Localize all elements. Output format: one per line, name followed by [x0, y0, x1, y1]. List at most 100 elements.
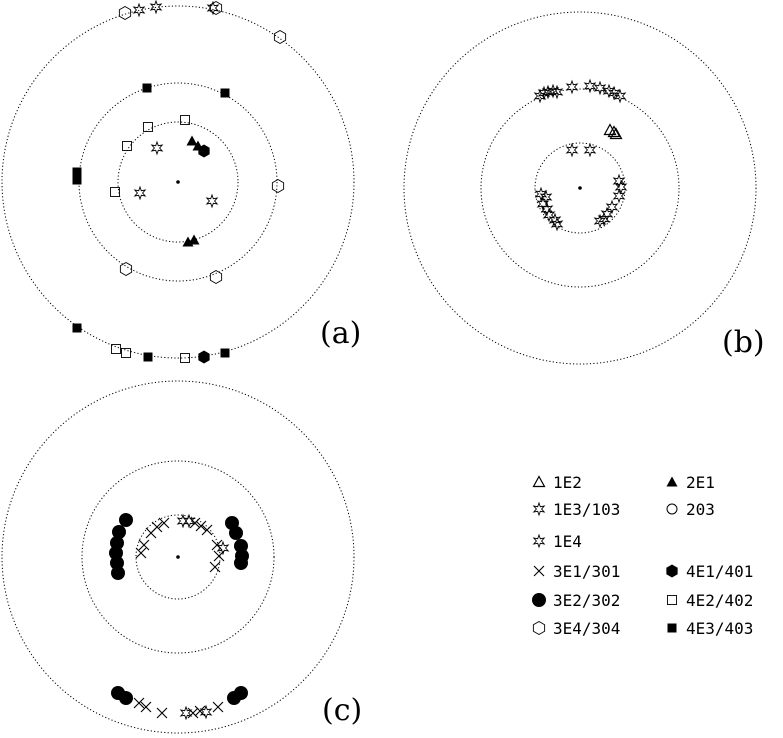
- filled-square-mark: [72, 167, 82, 177]
- asterisk-star-mark: [597, 211, 611, 227]
- filled-square-mark: [142, 83, 152, 93]
- open-hexagon-mark: [118, 5, 132, 21]
- asterisk-star-mark: [133, 185, 147, 201]
- asterisk-star-mark: [593, 80, 607, 96]
- open-square-mark: [180, 353, 190, 363]
- filled-circle-mark: [112, 525, 126, 539]
- panel-a-inner-ring: [117, 121, 239, 243]
- cross-mark: [201, 524, 213, 536]
- asterisk-star-mark: [542, 207, 556, 223]
- open-hexagon-mark: [273, 29, 287, 45]
- asterisk-star-mark: [614, 179, 628, 195]
- legend-open-circle-mark: [666, 503, 678, 515]
- open-square-mark: [122, 141, 132, 151]
- legend-asterisk-star-mark: [532, 533, 546, 549]
- legend-open-triangle-mark: [532, 475, 546, 488]
- open-triangle-mark: [609, 127, 623, 140]
- asterisk-star-mark: [182, 513, 196, 529]
- filled-square-mark: [72, 323, 82, 333]
- asterisk-star-mark: [199, 704, 213, 720]
- panel-c-outer-ring: [1, 380, 355, 734]
- asterisk-star-mark: [540, 201, 554, 217]
- legend-cross-mark: [533, 565, 545, 577]
- panel-c-label: (c): [322, 693, 362, 728]
- legend-label: 4E3/403: [686, 619, 753, 638]
- legend-label: 203: [686, 500, 715, 519]
- filled-square-mark: [220, 88, 230, 98]
- open-triangle-mark: [607, 125, 621, 138]
- cross-mark: [140, 701, 152, 713]
- asterisk-star-mark: [550, 216, 564, 232]
- legend-label: 4E2/402: [686, 591, 753, 610]
- filled-triangle-mark: [186, 135, 198, 146]
- asterisk-star-mark: [546, 83, 560, 99]
- open-hexagon-mark: [209, 269, 223, 285]
- panel-b-outer-ring: [403, 11, 757, 365]
- cross-mark: [212, 701, 224, 713]
- legend-filled-triangle-mark: [666, 476, 678, 487]
- panel-b: (b): [403, 11, 765, 365]
- asterisk-star-mark: [583, 142, 597, 158]
- panel-c: (c): [1, 380, 362, 734]
- asterisk-star-mark: [612, 173, 626, 189]
- legend-label: 2E1: [686, 473, 715, 492]
- filled-square-mark: [72, 175, 82, 185]
- asterisk-star-mark: [533, 88, 547, 104]
- open-square-mark: [111, 344, 121, 354]
- panel-c-center-dot: [176, 555, 180, 559]
- asterisk-star-mark: [565, 142, 579, 158]
- asterisk-star-mark: [565, 79, 579, 95]
- legend-filled-circle-mark: [532, 593, 546, 607]
- legend-label: 1E2: [553, 473, 582, 492]
- legend-label: 4E1/401: [686, 562, 753, 581]
- legend-open-hexagon-mark: [532, 620, 546, 636]
- cross-mark: [135, 547, 147, 559]
- cross-mark: [133, 697, 145, 709]
- cross-mark: [156, 707, 168, 719]
- asterisk-star-mark: [605, 199, 619, 215]
- cross-mark: [189, 517, 201, 529]
- legend-label: 3E1/301: [553, 562, 620, 581]
- asterisk-star-mark: [149, 0, 163, 15]
- legend-filled-hexagon-mark: [666, 564, 678, 578]
- filled-circle-mark: [119, 513, 133, 527]
- asterisk-star-mark: [179, 705, 193, 721]
- panel-b-label: (b): [722, 325, 765, 360]
- cross-mark: [187, 707, 199, 719]
- filled-circle-mark: [229, 526, 243, 540]
- asterisk-star-mark: [132, 2, 146, 18]
- open-square-mark: [121, 348, 131, 358]
- legend-open-square-mark: [667, 595, 677, 605]
- legend-asterisk-star-mark: [532, 501, 546, 517]
- asterisk-star-mark: [548, 212, 562, 228]
- legend-label: 1E4: [553, 532, 582, 551]
- asterisk-star-mark: [150, 140, 164, 156]
- asterisk-star-mark: [216, 540, 230, 556]
- cross-mark: [209, 561, 221, 573]
- legend-label: 3E4/304: [553, 619, 620, 638]
- filled-hexagon-mark: [198, 144, 210, 158]
- filled-triangle-mark: [188, 234, 200, 245]
- legend-label: 3E2/302: [553, 591, 620, 610]
- panel-a: (a): [1, 0, 361, 364]
- panel-b-center-dot: [578, 186, 582, 190]
- panel-a-label: (a): [320, 316, 361, 351]
- cross-mark: [195, 520, 207, 532]
- panel-b-marks: [533, 78, 628, 232]
- open-square-mark: [180, 115, 190, 125]
- open-hexagon-mark: [271, 178, 285, 194]
- panel-a-center-dot: [176, 180, 180, 184]
- asterisk-star-mark: [550, 84, 564, 100]
- filled-hexagon-mark: [198, 350, 210, 364]
- open-square-mark: [143, 122, 153, 132]
- asterisk-star-mark: [593, 213, 607, 229]
- filled-square-mark: [220, 348, 230, 358]
- panel-a-marks: [72, 0, 287, 364]
- filled-circle-mark: [234, 556, 248, 570]
- open-square-mark: [110, 187, 120, 197]
- panel-b-middle-ring: [480, 88, 680, 288]
- filled-circle-mark: [119, 691, 133, 705]
- cross-mark: [158, 517, 170, 529]
